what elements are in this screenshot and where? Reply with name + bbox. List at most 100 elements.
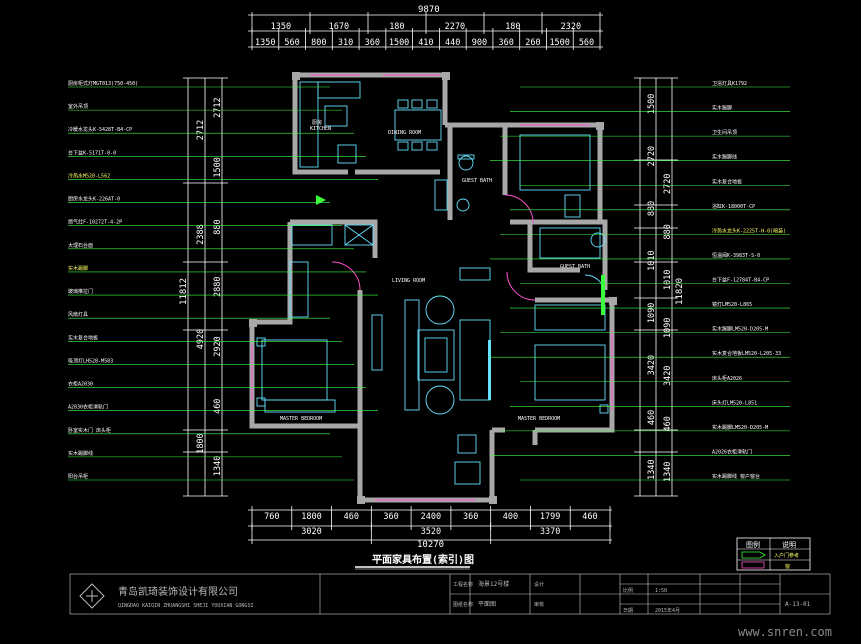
dim-label: 2712 — [213, 97, 223, 117]
note-label: 冷热水M520-L562 — [68, 172, 110, 179]
note-label: 卧室实木门 床头柜 — [68, 427, 111, 434]
note-label: 实木踢脚LM520-D205-M — [712, 326, 768, 333]
dim-left-total: 11812 — [179, 278, 189, 305]
dim-label: 900 — [472, 38, 487, 48]
dim-label: 880 — [647, 201, 657, 216]
room-guest-bath: GUEST BATH — [560, 264, 590, 270]
dim-label: 1090 — [647, 303, 657, 323]
company-name-en: QINGDAO KAIQIN ZHUANGSHI SHEJI YOUXIAN G… — [118, 603, 253, 609]
tb-project-label: 工程名称 — [453, 581, 473, 588]
dim-label: 460 — [213, 399, 223, 414]
note-label: 床头灯LM520-L851 — [712, 399, 757, 406]
dim-label: 310 — [338, 38, 353, 48]
note-label: 卫生间吊顶 — [712, 129, 737, 136]
note-label: 恒温阀K-3983T-S-0 — [712, 252, 760, 259]
dim-label: 1500 — [647, 94, 657, 114]
dim-label: 1340 — [647, 459, 657, 479]
note-label: 冷暖水龙头K-5428T-B4-CP — [68, 126, 132, 133]
title-block — [69, 573, 831, 615]
tb-design-label: 设计 — [534, 581, 544, 588]
note-label: 燃气灶F-10272T-4-2P — [68, 219, 122, 226]
dim-label: 3420 — [663, 366, 673, 386]
dim-label: 180 — [505, 22, 520, 32]
dim-label: 880 — [213, 219, 223, 234]
dim-label: 1010 — [647, 250, 657, 270]
dim-label: 460 — [582, 512, 597, 522]
dim-label: 460 — [344, 512, 359, 522]
tb-scale-label: 比例 — [623, 587, 633, 594]
legend-row1: 入户门参考 — [774, 552, 799, 559]
note-label: 实木踢脚线 窗户窗台 — [712, 473, 760, 480]
company-logo-icon — [79, 583, 105, 609]
note-label: 台下盆F-12784T-B4-CP — [712, 277, 769, 284]
dim-label: 410 — [418, 38, 433, 48]
drawing-title: 平面家具布置(索引)图 — [372, 553, 474, 566]
furniture — [256, 81, 609, 485]
tb-date-label: 日期 — [623, 608, 633, 614]
dim-label: 180 — [389, 22, 404, 32]
dim-label: 4920 — [196, 329, 206, 349]
note-label: 衣柜A2030 — [68, 381, 93, 388]
dim-label: 800 — [311, 38, 326, 48]
dim-label: 460 — [647, 410, 657, 425]
room-kitchen: KITCHEN — [310, 126, 331, 132]
legend-window-icon — [741, 561, 765, 569]
dim-label: 3370 — [540, 527, 560, 537]
note-label: 室外吊顶 — [68, 103, 88, 110]
note-label: A2030衣柜滑轨门 — [68, 404, 108, 411]
dim-label: 3520 — [421, 527, 441, 537]
dim-label: 1350 — [255, 38, 275, 48]
dim-label: 560 — [579, 38, 594, 48]
room-master-right: MASTER BEDROOM — [518, 416, 560, 422]
dim-label: 2270 — [445, 22, 465, 32]
room-guest-bath-top: GUEST BATH — [462, 178, 492, 184]
dim-bottom-row2: 3020 3520 3370 — [301, 527, 560, 537]
note-label: 冷热水龙头K-2225T-H-0(暗装) — [712, 227, 786, 234]
room-living: LIVING ROOM — [392, 278, 425, 284]
tb-sheet-no: A-13-01 — [785, 601, 811, 608]
left-dimensions — [183, 77, 228, 497]
dim-label: 2720 — [663, 174, 673, 194]
note-label: 厨房水龙头K-226AT-0 — [68, 196, 120, 203]
note-label: 实木踢脚线 — [712, 154, 737, 161]
tb-scale-value: 1:50 — [655, 588, 667, 594]
dim-label: 2720 — [647, 146, 657, 166]
legend-header-desc: 说明 — [782, 540, 796, 549]
legend-row2: 窗 — [785, 563, 790, 570]
note-label: 实木踢脚 — [68, 265, 88, 272]
dim-label: 360 — [365, 38, 380, 48]
bottom-dimensions — [248, 506, 612, 544]
dim-label: 1800 — [301, 512, 321, 522]
dim-label: 360 — [463, 512, 478, 522]
note-label: 实木踢脚 — [712, 105, 732, 112]
note-label: 厨房柜式灯MGT013(750-450) — [68, 80, 138, 87]
dim-label: 760 — [264, 512, 279, 522]
note-label: 镜灯LM520-L865 — [712, 301, 752, 308]
dim-label: 1340 — [213, 456, 223, 476]
dim-label: 1010 — [663, 270, 673, 290]
dim-label: 3020 — [301, 527, 321, 537]
note-label: 实木复合地板 — [68, 334, 98, 341]
dim-label: 2712 — [196, 120, 206, 140]
dim-label: 2880 — [213, 277, 223, 297]
room-kitchen-prefix: 厨房 — [312, 119, 322, 126]
dim-label: 360 — [383, 512, 398, 522]
dim-label: 1799 — [540, 512, 560, 522]
tb-drawing-value: 平面图 — [478, 601, 496, 608]
dim-label: 1090 — [663, 318, 673, 338]
dim-label: 1350 — [271, 22, 291, 32]
legend-arrow-icon — [741, 551, 766, 559]
note-label: 吸顶灯LH528-M583 — [68, 357, 113, 364]
right-dimensions — [634, 77, 678, 497]
company-name-cn: 青岛凯琦装饰设计有限公司 — [118, 585, 238, 598]
tb-project-value: 海景12号楼 — [478, 580, 509, 588]
room-master-left: MASTER BEDROOM — [280, 416, 322, 422]
note-label: 风扇灯具 — [68, 311, 88, 318]
room-labels: 厨房 KITCHEN DINING ROOM GUEST BATH GUEST … — [280, 119, 590, 422]
